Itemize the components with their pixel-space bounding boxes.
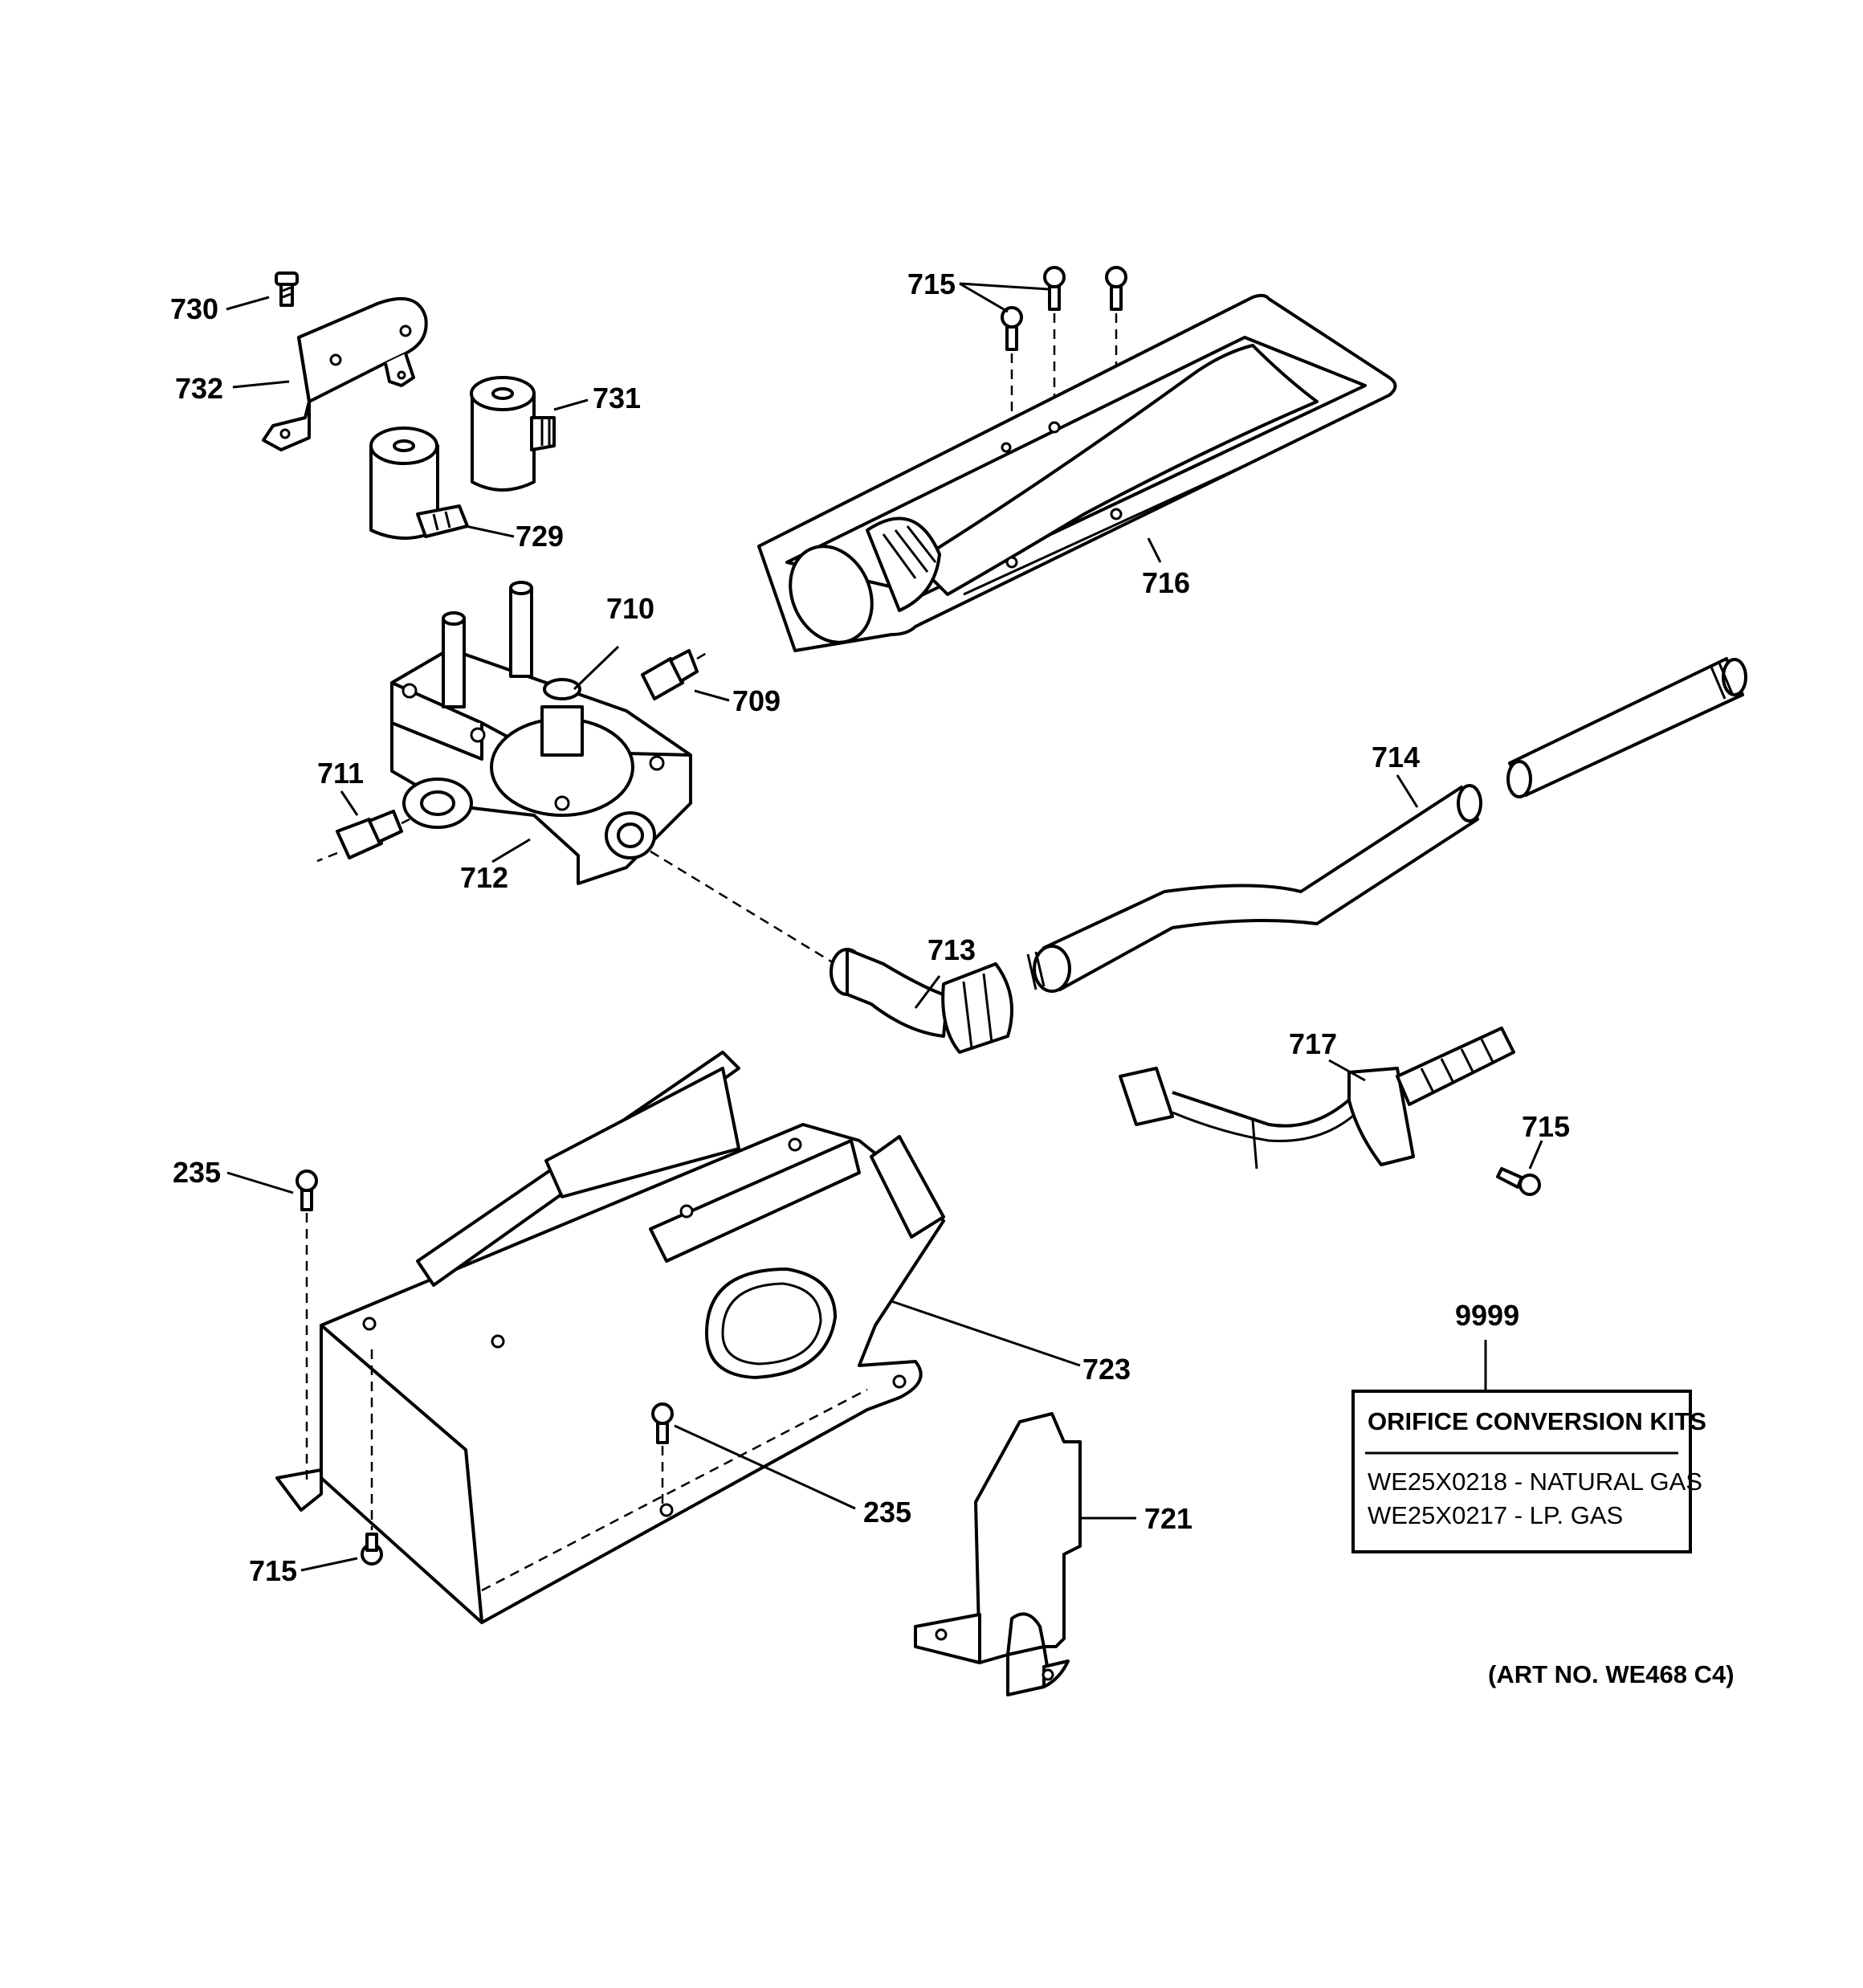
screw [1105, 266, 1127, 311]
leader-715-top-a [959, 282, 1009, 313]
leader-709 [694, 689, 730, 702]
kit-row-2-part: WE25X0217 [1368, 1501, 1507, 1529]
part-729-coil [369, 427, 469, 540]
part-709-fitting [641, 649, 711, 700]
kit-row-1-desc: NATURAL GAS [1530, 1468, 1702, 1496]
leader-731 [553, 398, 589, 411]
label-715-bottom: 715 [249, 1554, 297, 1587]
label-715-top: 715 [907, 267, 956, 300]
label-729: 729 [516, 520, 564, 553]
label-712: 712 [460, 861, 508, 894]
part-235-screw-bottom [651, 1402, 674, 1510]
part-715-screw-bottom [361, 1349, 383, 1565]
leader-715-right [1528, 1140, 1543, 1170]
leader-732 [232, 380, 290, 389]
leader-712 [491, 838, 531, 863]
kit-row-1: WE25X0218 - NATURAL GAS [1368, 1468, 1702, 1496]
kit-row-1-part: WE25X0218 [1368, 1468, 1507, 1496]
label-716: 716 [1142, 566, 1190, 599]
leader-729 [465, 525, 515, 538]
leader-730 [226, 296, 270, 311]
art-number: (ART NO. WE468 C4) [1488, 1660, 1735, 1688]
part-717-igniter [1119, 1027, 1515, 1170]
part-732-bracket [262, 296, 428, 451]
part-723-mounting-bracket [275, 1051, 945, 1624]
leader-713 [914, 975, 941, 1009]
part-711-fitting [316, 810, 410, 863]
leader-723 [891, 1300, 1081, 1367]
part-715-screw-right [1496, 1167, 1541, 1196]
kit-box-title: ORIFICE CONVERSION KITS [1368, 1407, 1706, 1435]
part-716-burner-housing [757, 293, 1397, 652]
label-732: 732 [175, 372, 223, 405]
leader-717 [1328, 1059, 1366, 1082]
leader-235-left [226, 1171, 294, 1194]
part-730-screw [275, 271, 299, 307]
kit-row-2: WE25X0217 - LP. GAS [1368, 1501, 1623, 1529]
part-713-elbow [830, 948, 1013, 1054]
leader-716 [1147, 537, 1162, 563]
label-710: 710 [606, 592, 654, 625]
part-235-screw-left [296, 1170, 318, 1486]
label-723: 723 [1082, 1353, 1131, 1386]
kit-row-2-desc: LP. GAS [1530, 1501, 1624, 1529]
label-717: 717 [1289, 1027, 1337, 1060]
leader-710 [573, 645, 620, 691]
screw [1043, 266, 1066, 311]
connection-line-712-713 [650, 850, 836, 965]
label-715-right: 715 [1522, 1110, 1570, 1143]
label-721: 721 [1144, 1502, 1192, 1535]
label-731: 731 [593, 382, 641, 414]
kit-row-1-sep: - [1514, 1468, 1530, 1496]
part-731-coil [470, 376, 556, 492]
label-714: 714 [1372, 741, 1420, 774]
leader-711 [340, 790, 359, 816]
label-709: 709 [732, 684, 781, 717]
label-235-left: 235 [173, 1156, 221, 1189]
orifice-conversion-kits-box: ORIFICE CONVERSION KITS WE25X0218 - NATU… [1351, 1390, 1706, 1553]
label-711: 711 [317, 757, 364, 790]
label-9999: 9999 [1455, 1299, 1519, 1332]
leader-715-top-b [959, 282, 1049, 291]
leader-715-bottom [300, 1557, 358, 1572]
screw [1001, 306, 1023, 351]
leader-235-bottom [674, 1424, 856, 1510]
part-721-shield [914, 1412, 1082, 1696]
part-712-gas-valve [390, 581, 692, 885]
label-713: 713 [927, 933, 976, 966]
kit-row-2-sep: - [1514, 1501, 1530, 1529]
label-235-bottom: 235 [863, 1496, 911, 1529]
part-714-gas-pipe [1026, 657, 1747, 993]
label-730: 730 [170, 292, 218, 325]
leader-714 [1396, 774, 1419, 808]
